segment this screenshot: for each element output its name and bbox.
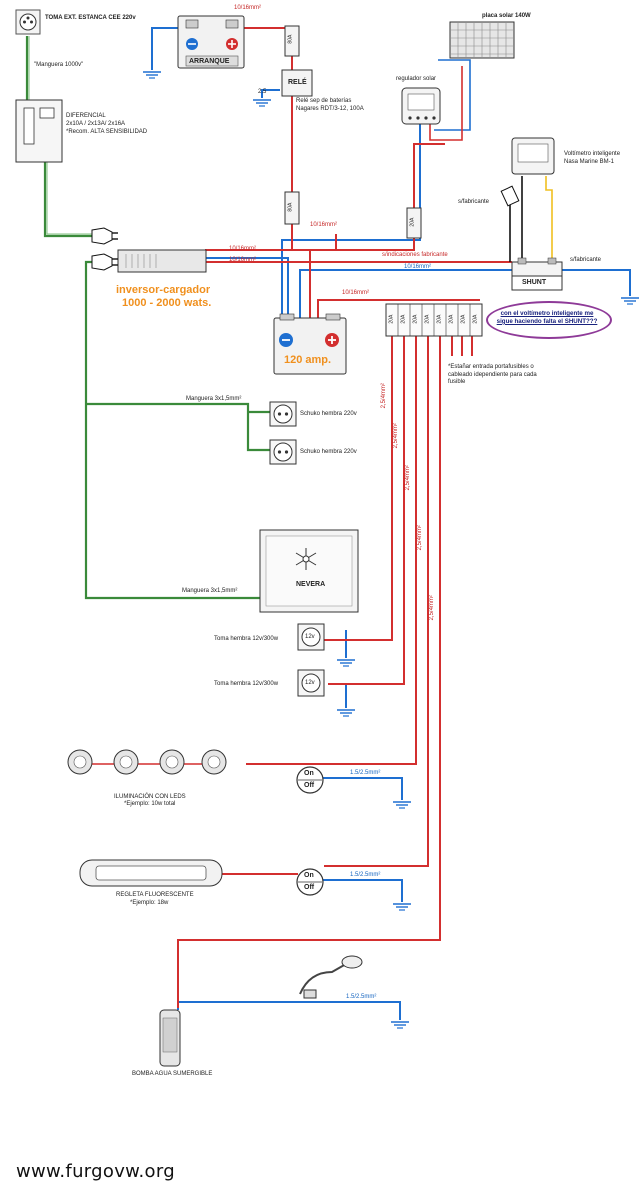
voltmeter-label: Voltímetro inteligente Nasa Marine BM-1 [564,151,621,165]
switch-on-2: On [304,872,314,879]
cee-socket-label: TOMA EXT. ESTANCA CEE 220v [45,15,136,21]
wire-label-top: 10/16mm² [234,5,262,11]
fuse-block-label-8: 20A [472,314,479,324]
diferencial-title: DIFERENCIAL [66,113,106,119]
fuse-80a-label-top: 80A [287,34,294,44]
iluminacion-ej: *Ejemplo: 10w total [124,801,176,807]
socket-12v-text-1: 12v [305,634,315,640]
fuse-block-label-1: 20A [388,314,395,324]
solar-panel-label: placa solar 140W [482,13,531,19]
wire-label-mid-1: 10/16mm² [310,222,338,228]
bomba-label: BOMBA AGUA SUMERGIBLE [132,1071,213,1077]
rele-desc: Relé sep de baterías Nagares RDT/3-12, 1… [296,98,364,112]
regulator-icon [401,87,441,125]
inverter-label-1: inversor-cargador [116,284,211,296]
regleta-label: REGLETA FLUORESCENTE [116,892,194,898]
toma-12v-label-2: Toma hembra 12v/300w [214,681,279,687]
wire-254-label-4: 2,5/4mm² [416,525,423,551]
switch-on-1: On [304,770,314,777]
inverter-icon [91,249,207,273]
wire-label-mid-3: 10/16mm² [229,257,257,263]
manguera-1000-label: "Manguera 1000v" [34,62,84,68]
wire-label-mid-4: 10/16mm² [404,264,432,270]
wire-254-label-3: 2,5/4mm² [404,465,411,491]
regleta-ej: *Ejemplo: 18w [130,900,169,906]
battery-120-label: 120 amp. [284,354,332,366]
s-fabricante-2: s/fabricante [570,257,602,263]
fuse-block-label-7: 20A [460,314,467,324]
pump-icon [159,1009,181,1067]
wire-254-label-2: 2,5/4mm² [392,423,399,449]
shunt-question-callout [486,301,612,339]
switch-off-2: Off [304,884,315,891]
snowflake-icon [295,548,317,570]
wire-label-mid-2: 10/16mm² [229,246,257,252]
fuse-block-label-5: 20A [436,314,443,324]
toma-12v-label-1: Toma hembra 12v/300w [214,636,279,642]
wire-label-mid-5: 10/16mm² [342,290,370,296]
callout-text: con el voltímetro inteligente me sigue h… [496,310,598,325]
fuse-icon [284,25,422,239]
socket-cee-icon [15,9,41,35]
nevera-label: NEVERA [296,581,326,588]
battery-icon [177,15,245,69]
iluminacion-label: ILUMINACIÓN CON LEDS [114,794,186,800]
breaker-icon [15,99,63,163]
fuse-block-label-4: 20A [424,314,431,324]
socket-12v-text-2: 12v [305,680,315,686]
wire-15-25-label-3: 1.5/2.5mm² [346,994,377,1000]
schuko-icon [269,401,297,465]
shunt-label: SHUNT [522,279,547,286]
schuko-label-1: Schuko hembra 220v [300,411,357,417]
positive-wiring [177,27,512,1008]
manguera-3x15-label: Manguera 3x1,5mm² [186,396,242,402]
s-indicaciones-label: s/indicaciones fabricante [382,252,448,258]
voltage-25-label: 2.5 [258,89,267,95]
arranque-label: ARRANQUE [189,58,230,65]
rele-label: RELÉ [288,79,307,86]
shunt-icon [511,257,563,291]
ac-wiring [25,36,270,600]
website-url: www.furgovw.org [16,1161,175,1182]
wire-15-25-label-1: 1.5/2.5mm² [350,770,381,776]
switch-icon [296,766,324,896]
diferencial-note: *Recom. ALTA SENSIBILIDAD [66,129,148,135]
fuse-block-label-3: 20A [412,314,419,324]
fuse-20a-label: 20A [409,217,416,227]
fridge-icon [259,529,359,613]
fuse-80a-label-mid: 80A [287,202,294,212]
wire-254-label-1: 2,5/4mm² [380,383,387,409]
fuse-block-label-6: 20A [448,314,455,324]
switch-off-1: Off [304,782,315,789]
inverter-label-2: 1000 - 2000 wats. [122,297,212,309]
relay-icon [281,69,313,97]
s-fabricante-1: s/fabricante [458,199,490,205]
diferencial-spec: 2x10A / 2x13A/ 2x16A [66,121,126,127]
regulator-label: regulador solar [396,76,437,82]
shower-icon [299,955,363,999]
fuse-block [385,303,483,337]
plug-icon [91,227,118,245]
battery-icon [273,313,347,375]
manguera-3x15-label-b: Manguera 3x1,5mm² [182,588,238,594]
fuse-note: *Estañar entrada portafusibles o cablead… [448,364,537,385]
solar-panel-icon [449,21,515,59]
wire-254-label-5: 2,5/4mm² [428,595,435,621]
wire-15-25-label-2: 1.5/2.5mm² [350,872,381,878]
voltmeter-icon [511,137,555,175]
schuko-label-2: Schuko hembra 220v [300,449,357,455]
fuse-block-label-2: 20A [400,314,407,324]
socket-12v-icon [297,623,325,697]
led-light-icon [67,749,227,775]
fluorescent-icon [79,859,223,887]
